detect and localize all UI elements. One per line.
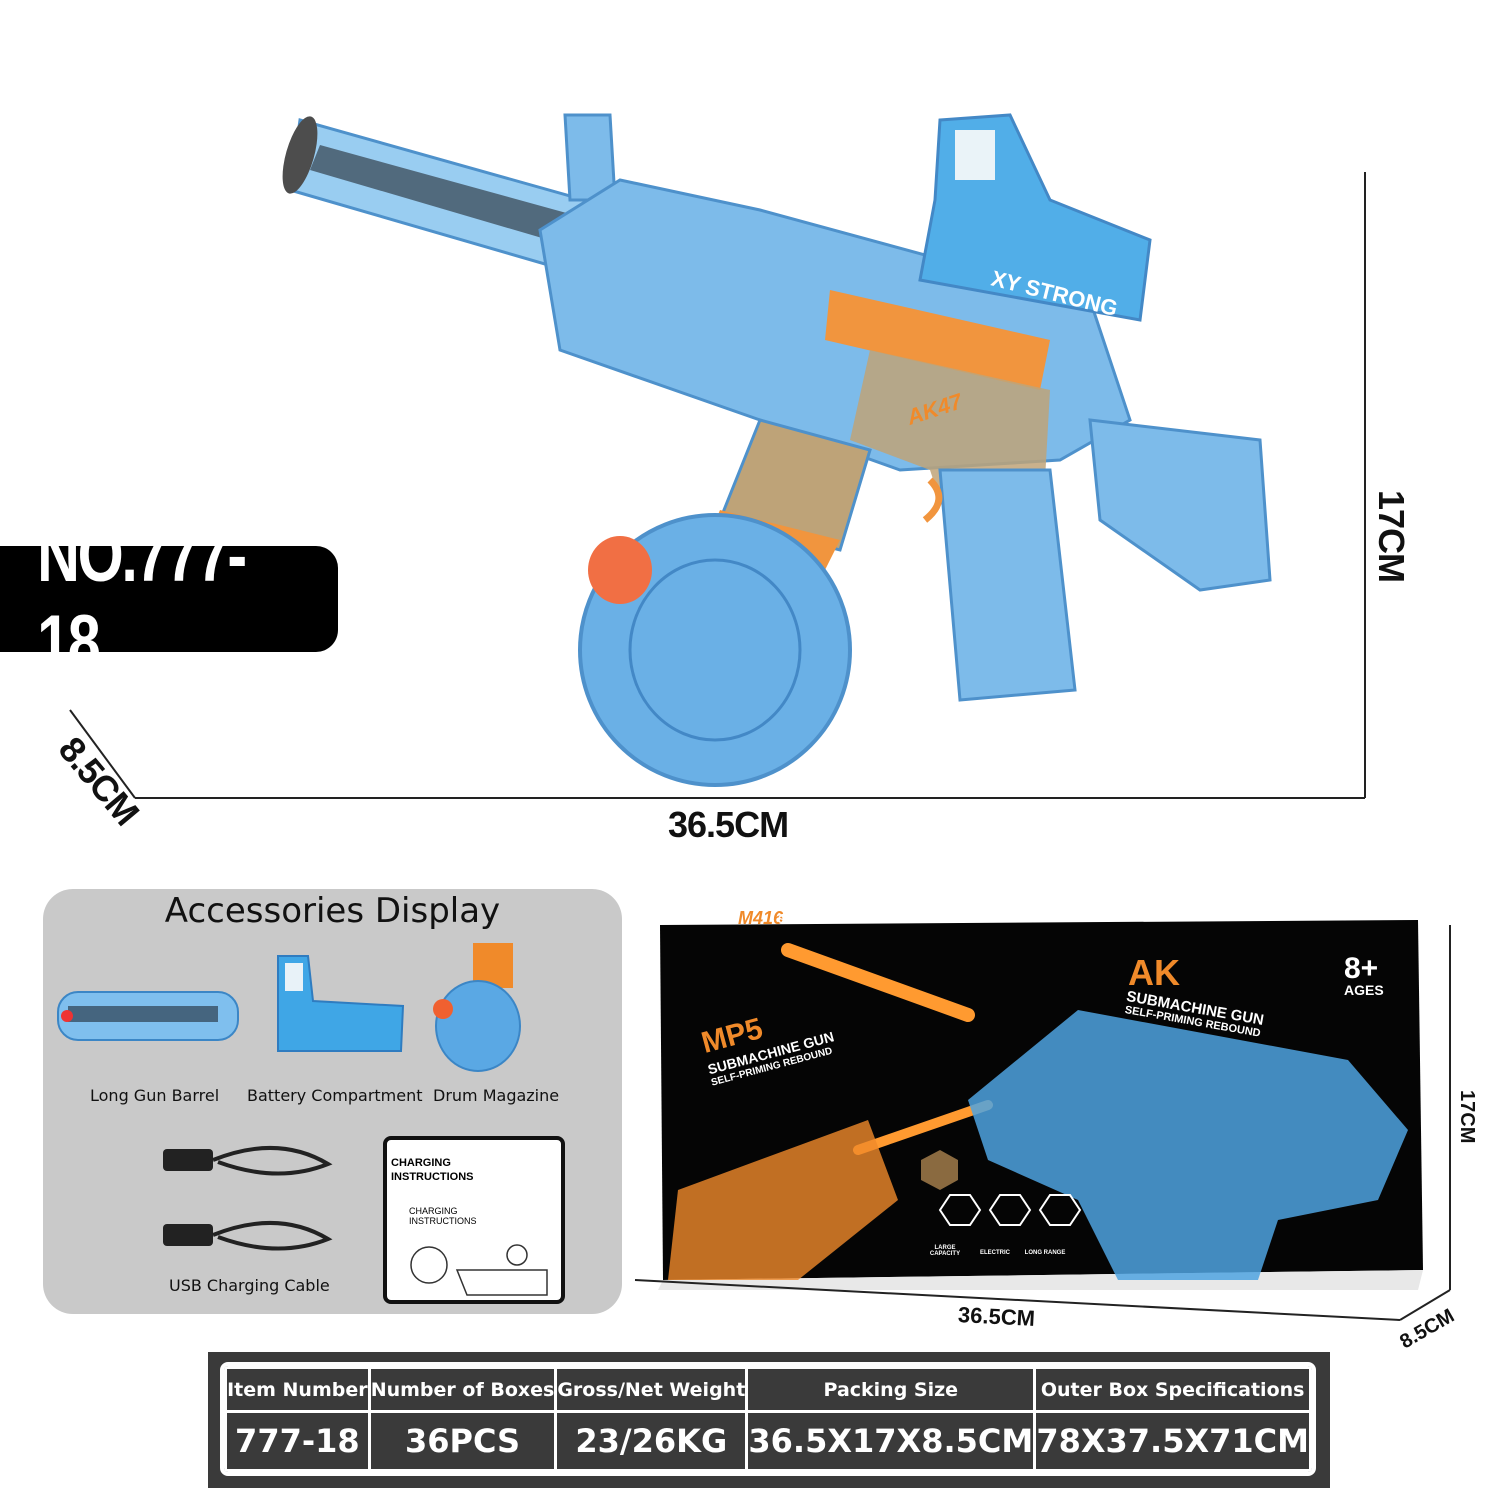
usb-cable-image [163,1146,333,1251]
box-ak-title: AK [1128,952,1180,993]
accessory-label-usb: USB Charging Cable [169,1276,330,1295]
box-height-label: 17CM [1456,1090,1478,1144]
header-outer-box: Outer Box Specifications [1033,1366,1312,1413]
long-barrel-image [57,991,239,1041]
value-item-number: 777-18 [224,1410,371,1472]
depth-dimension-line [69,709,136,799]
water-gun-illustration: XY STRONG AK47 [69,113,1366,799]
spec-table-container: Item Number Number of Boxes Gross/Net We… [208,1352,1330,1488]
header-number-of-boxes: Number of Boxes [367,1366,558,1413]
value-outer-box: 78X37.5X71CM [1033,1410,1312,1472]
accessories-panel: Accessories Display Long Gun Barrel Batt… [43,889,622,1314]
accessory-label-barrel: Long Gun Barrel [90,1086,220,1105]
drum-magazine-image [433,943,521,1072]
header-weight: Gross/Net Weight [554,1366,749,1413]
model-number-badge: NO.777-18 [0,513,338,685]
package-box-image: M416 SUBMACHINE GUN AK SUBMACHINE GUN SE… [658,900,1425,1290]
battery-compartment-image [277,955,405,1052]
length-label: 36.5CM [668,804,789,845]
feature-electric: ELECTRIC [980,1250,1010,1256]
box-top-subtitle: SUBMACHINE GUN [778,914,881,926]
value-packing-size: 36.5X17X8.5CM [745,1410,1037,1472]
feature-long-range: LONG RANGE [1024,1250,1066,1256]
box-dimension-lines [634,925,1451,1321]
spec-table-row: 777-18 36PCS 23/26KG 36.5X17X8.5CM 78X37… [224,1410,1312,1472]
height-label: 17CM [1371,490,1412,583]
spec-table: Item Number Number of Boxes Gross/Net We… [224,1366,1312,1472]
instructions-heading-2: CHARGING INSTRUCTIONS [409,1206,477,1226]
value-number-of-boxes: 36PCS [367,1410,558,1472]
box-art [658,920,1423,1290]
header-item-number: Item Number [224,1366,371,1413]
spec-table-header-row: Item Number Number of Boxes Gross/Net We… [224,1366,1312,1413]
instructions-heading-1: CHARGING INSTRUCTIONS [391,1157,474,1183]
charging-instructions-card: CHARGING INSTRUCTIONS CHARGING INSTRUCTI… [383,1136,565,1304]
feature-large-capacity: LARGE CAPACITY [929,1245,961,1257]
value-weight: 23/26KG [554,1410,749,1472]
box-age-label: AGES [1344,982,1384,998]
accessory-label-battery: Battery Compartment [247,1086,423,1105]
box-length-label: 36.5CM [957,1302,1036,1331]
charging-diagram [410,1244,548,1296]
accessory-label-drum: Drum Magazine [433,1086,560,1105]
box-top-title: M416 [738,908,784,928]
box-age: 8+ [1344,952,1379,985]
header-packing-size: Packing Size [745,1366,1037,1413]
accessories-title: Accessories Display [164,891,501,931]
